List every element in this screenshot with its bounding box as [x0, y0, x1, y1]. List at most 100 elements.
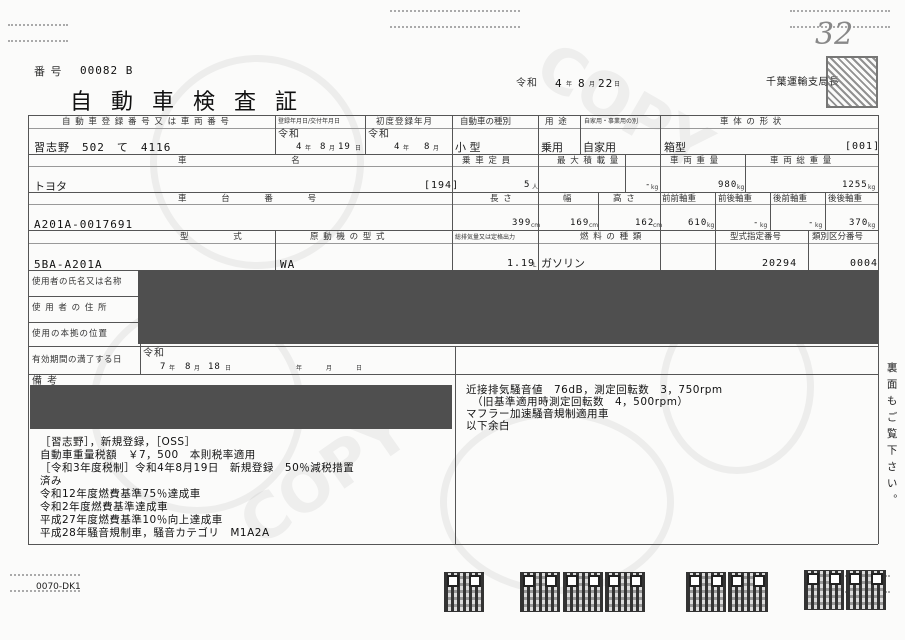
- displacement-unit: L: [533, 262, 537, 269]
- expiry-era: 令和: [143, 348, 165, 359]
- doc-number: 00082 B: [80, 64, 134, 77]
- displacement-label: 総排気量又は定格出力: [455, 234, 516, 241]
- length: 399: [512, 218, 532, 228]
- issue-month-unit: 月: [589, 81, 596, 88]
- issue-year: 4: [555, 77, 563, 90]
- grid-line: [455, 346, 456, 544]
- redacted-owner-info: [138, 270, 878, 344]
- issue-day: 22: [598, 77, 614, 90]
- vehicle-weight: 980: [718, 180, 738, 190]
- first-reg-label: 初度登録年月: [376, 117, 434, 127]
- top-ornament-border: [390, 10, 520, 28]
- issue-month: 8: [578, 77, 586, 90]
- grid-line: [825, 192, 826, 230]
- grid-line: [28, 296, 138, 297]
- qr-code-6: [728, 572, 768, 612]
- remarks-line: 済み: [40, 475, 62, 487]
- height-unit: cm: [653, 222, 663, 229]
- qr-code-3: [563, 572, 603, 612]
- width: 169: [570, 218, 590, 228]
- issue-year-unit: 年: [566, 81, 573, 88]
- top-left-ornament-border: [8, 24, 68, 42]
- body-shape: 箱型: [664, 141, 686, 154]
- rear-rear-axle: 370: [849, 218, 869, 228]
- rear-front-axle-label: 後前軸重: [773, 194, 808, 204]
- noise-info: 近接排気騒音値 76dB，測定回転数 3，750rpm （旧基準適用時測定回転数…: [466, 382, 723, 432]
- grid-line: [715, 192, 716, 270]
- height-label: 高 さ: [613, 194, 636, 204]
- qr-code-5: [686, 572, 726, 612]
- grid-line: [275, 230, 276, 270]
- remarks-label: 備 考: [32, 376, 59, 387]
- grid-line: [808, 230, 809, 270]
- grid-line: [28, 544, 878, 545]
- reg-month-unit: 月: [329, 145, 336, 152]
- vehicle-kind-label: 自動車の種別: [460, 117, 512, 127]
- maker-name: トヨタ: [34, 180, 67, 193]
- usage-label: 用 途: [545, 117, 568, 127]
- reg-day-unit: 日: [355, 145, 362, 152]
- grid-line: [625, 154, 626, 192]
- rear-front-axle: -: [808, 218, 815, 228]
- remarks-line: ［習志野］，新規登録，［OSS］: [40, 436, 196, 448]
- doc-number-label: 番 号: [34, 65, 63, 78]
- handwritten-number: 32: [815, 17, 854, 52]
- watermark-circle: [440, 410, 674, 594]
- rear-front-axle-unit: kg: [815, 222, 823, 229]
- type-designation-label: 型式指定番号: [730, 232, 782, 242]
- grid-line: [28, 115, 878, 116]
- expiry-label: 有効期間の満了する日: [32, 355, 123, 365]
- width-label: 幅: [563, 194, 573, 204]
- grid-line: [28, 128, 878, 129]
- grid-line: [28, 204, 878, 205]
- noise-line: 近接排気騒音値 76dB，測定回転数 3，750rpm: [466, 384, 723, 396]
- type-designation-number: 20294: [762, 258, 798, 269]
- grid-line: [538, 115, 539, 270]
- reg-date-label: 登録年月日/交付年月日: [278, 118, 341, 125]
- rear-rear-axle-unit: kg: [868, 222, 876, 229]
- width-unit: cm: [589, 222, 599, 229]
- first-reg-year-unit: 年: [403, 145, 410, 152]
- grid-line: [878, 115, 879, 544]
- expiry-month-unit: 月: [194, 365, 201, 372]
- blank-year-unit: 年: [296, 365, 303, 372]
- front-front-axle-unit: kg: [707, 222, 715, 229]
- gross-weight-unit: kg: [868, 184, 876, 191]
- front-rear-axle-unit: kg: [760, 222, 768, 229]
- first-reg-month: 8: [424, 142, 431, 152]
- grid-line: [28, 322, 138, 323]
- expiry-year: 7: [160, 362, 167, 372]
- grid-line: [660, 154, 661, 270]
- displacement: 1.19: [507, 258, 536, 269]
- gross-weight: 1255: [842, 180, 868, 190]
- grid-line: [580, 115, 581, 154]
- engine-model-label: 原 動 機 の 型 式: [310, 232, 386, 242]
- max-load-unit: kg: [651, 184, 659, 191]
- qr-code-2: [520, 572, 560, 612]
- capacity: 5: [524, 180, 531, 190]
- noise-line: 以下余白: [466, 420, 510, 432]
- remarks-line: 平成28年騒音規制車，騒音カテゴリ M1A2A: [40, 527, 270, 539]
- model: 5BA-A201A: [34, 258, 103, 271]
- fuel-label: 燃 料 の 種 類: [580, 232, 643, 242]
- qr-code-4: [605, 572, 645, 612]
- category-number: 0004: [850, 258, 879, 269]
- qr-code-7: [804, 570, 844, 610]
- grid-line: [745, 154, 746, 192]
- grid-line: [598, 192, 599, 230]
- reg-day: 19: [338, 142, 351, 152]
- reg-year: 4: [296, 142, 303, 152]
- model-label: 型 式: [180, 232, 243, 242]
- maker-code: [194]: [424, 180, 460, 191]
- reg-era: 令和: [278, 129, 300, 140]
- chassis-no-label: 車 台 番 号: [178, 194, 318, 204]
- grid-line: [28, 115, 29, 544]
- grid-line: [28, 230, 878, 231]
- fuel-type: ガソリン: [541, 257, 585, 270]
- gross-weight-label: 車 両 総 重 量: [770, 156, 833, 166]
- grid-line: [28, 154, 878, 155]
- grid-line: [28, 346, 878, 347]
- owner-address-label: 使 用 者 の 住 所: [32, 303, 108, 313]
- front-front-axle-label: 前前軸重: [662, 194, 697, 204]
- expiry-day: 18: [208, 362, 221, 372]
